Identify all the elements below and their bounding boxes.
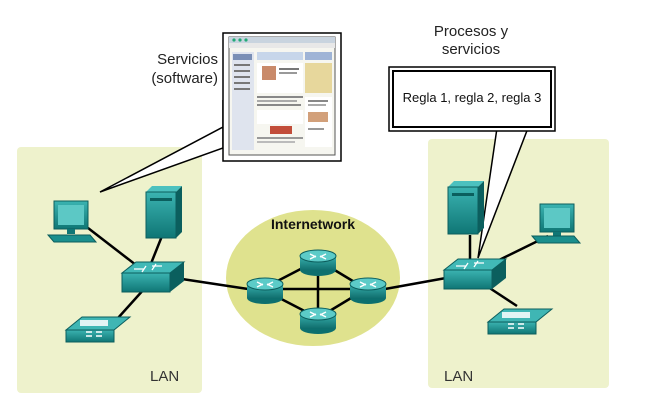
rules-text: Regla 1, regla 2, regla 3 bbox=[403, 90, 542, 105]
lan-left-label: LAN bbox=[150, 368, 179, 385]
switch-left-icon bbox=[120, 261, 186, 293]
link-router-switch-right bbox=[384, 276, 447, 291]
router-left-icon bbox=[246, 277, 284, 304]
router-right-icon bbox=[349, 277, 387, 304]
internetwork-label: Internetwork bbox=[271, 216, 355, 232]
pc-left-icon bbox=[46, 200, 98, 243]
webpage-thumbnail bbox=[228, 36, 336, 156]
server-left-icon bbox=[145, 186, 182, 239]
lan-right-label: LAN bbox=[444, 368, 473, 385]
router-top-icon bbox=[299, 249, 337, 276]
servicios-label: Servicios bbox=[157, 51, 218, 68]
switch-right-icon bbox=[442, 258, 508, 290]
right-callout-inner-box bbox=[392, 70, 552, 128]
software-label: (software) bbox=[151, 70, 218, 87]
link-switch-router-left bbox=[181, 277, 249, 291]
right-callout: Regla 1, regla 2, regla 3 bbox=[388, 66, 556, 259]
left-callout bbox=[99, 32, 342, 193]
link-server-switch-left bbox=[148, 235, 164, 267]
phone-left-icon bbox=[64, 316, 132, 343]
router-bottom-icon bbox=[299, 307, 337, 334]
internetwork-cloud bbox=[226, 210, 400, 346]
phone-right-icon bbox=[486, 308, 554, 335]
procesos-label: Procesos y bbox=[434, 23, 509, 40]
link-phone-switch-left bbox=[117, 287, 146, 319]
server-right-icon bbox=[447, 181, 484, 235]
pc-right-icon bbox=[530, 203, 582, 244]
servicios-right-label: servicios bbox=[442, 41, 500, 58]
